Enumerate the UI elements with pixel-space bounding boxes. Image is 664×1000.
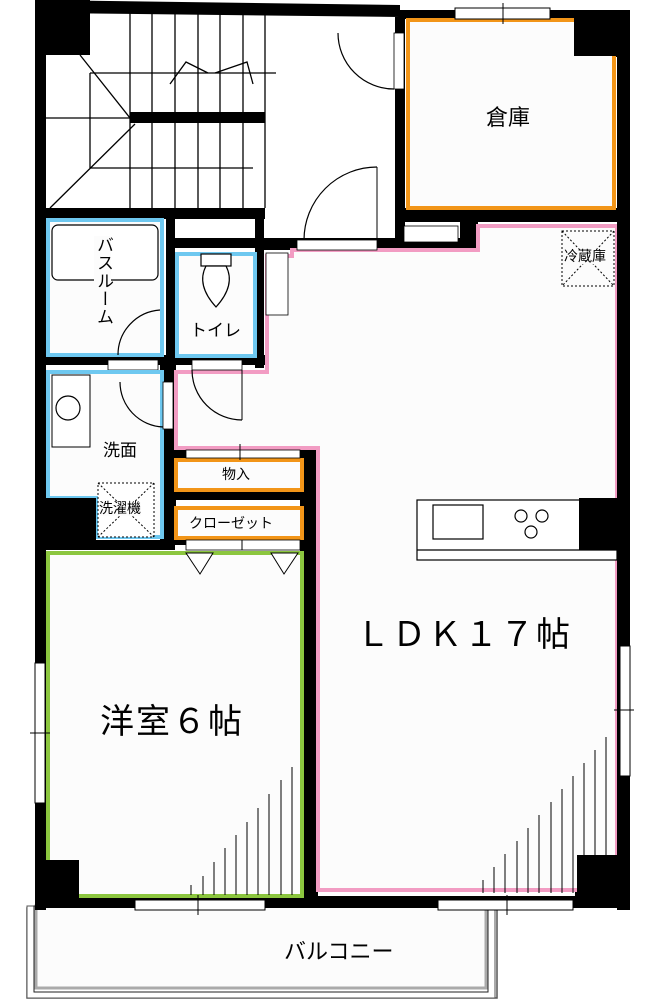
western-room-label: 洋室６帖 bbox=[100, 702, 244, 742]
storage-room-label: 倉庫 bbox=[486, 106, 531, 131]
toilet-bowl bbox=[200, 253, 232, 308]
sliding-window-hatch bbox=[190, 737, 607, 895]
sink bbox=[432, 504, 484, 540]
ldk-label: ＬＤＫ１７帖 bbox=[356, 615, 572, 655]
windows bbox=[30, 3, 634, 915]
staircase bbox=[45, 13, 276, 209]
refrigerator-label: 冷蔵庫 bbox=[564, 249, 606, 265]
closet-label: クローゼット bbox=[189, 516, 273, 532]
stair-landing-wall bbox=[130, 112, 265, 123]
balcony bbox=[26, 904, 498, 999]
storage-closet-label: 物入 bbox=[222, 467, 250, 483]
toilet-label: トイレ bbox=[190, 321, 241, 341]
washroom-label: 洗面 bbox=[103, 441, 137, 461]
washing-machine-label: 洗濯機 bbox=[99, 501, 141, 517]
bathroom-label: バスルーム bbox=[93, 236, 113, 326]
balcony-label: バルコニー bbox=[284, 940, 394, 965]
